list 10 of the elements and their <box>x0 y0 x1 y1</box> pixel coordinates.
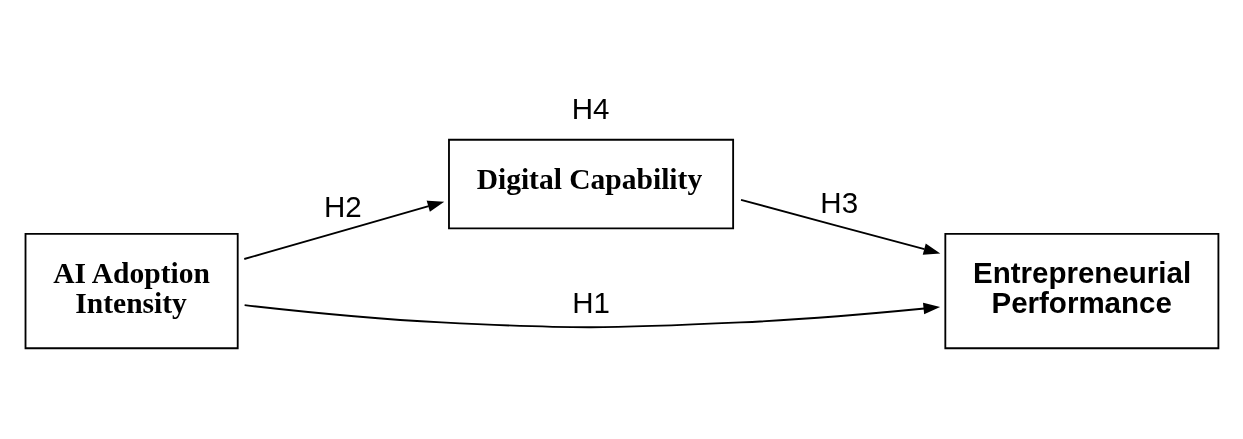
edge-label: H3 <box>820 185 859 219</box>
arrow <box>740 198 941 255</box>
node-box: Entrepreneurial Performance <box>944 232 1220 349</box>
arrow <box>243 302 941 328</box>
edge-label: H1 <box>572 285 610 319</box>
edge-label: H2 <box>324 189 362 223</box>
node-label: H4 <box>571 91 610 125</box>
node-box: Digital Capability <box>448 138 735 229</box>
node-box: AI Adoption Intensity <box>24 232 239 349</box>
arrow <box>243 200 445 260</box>
